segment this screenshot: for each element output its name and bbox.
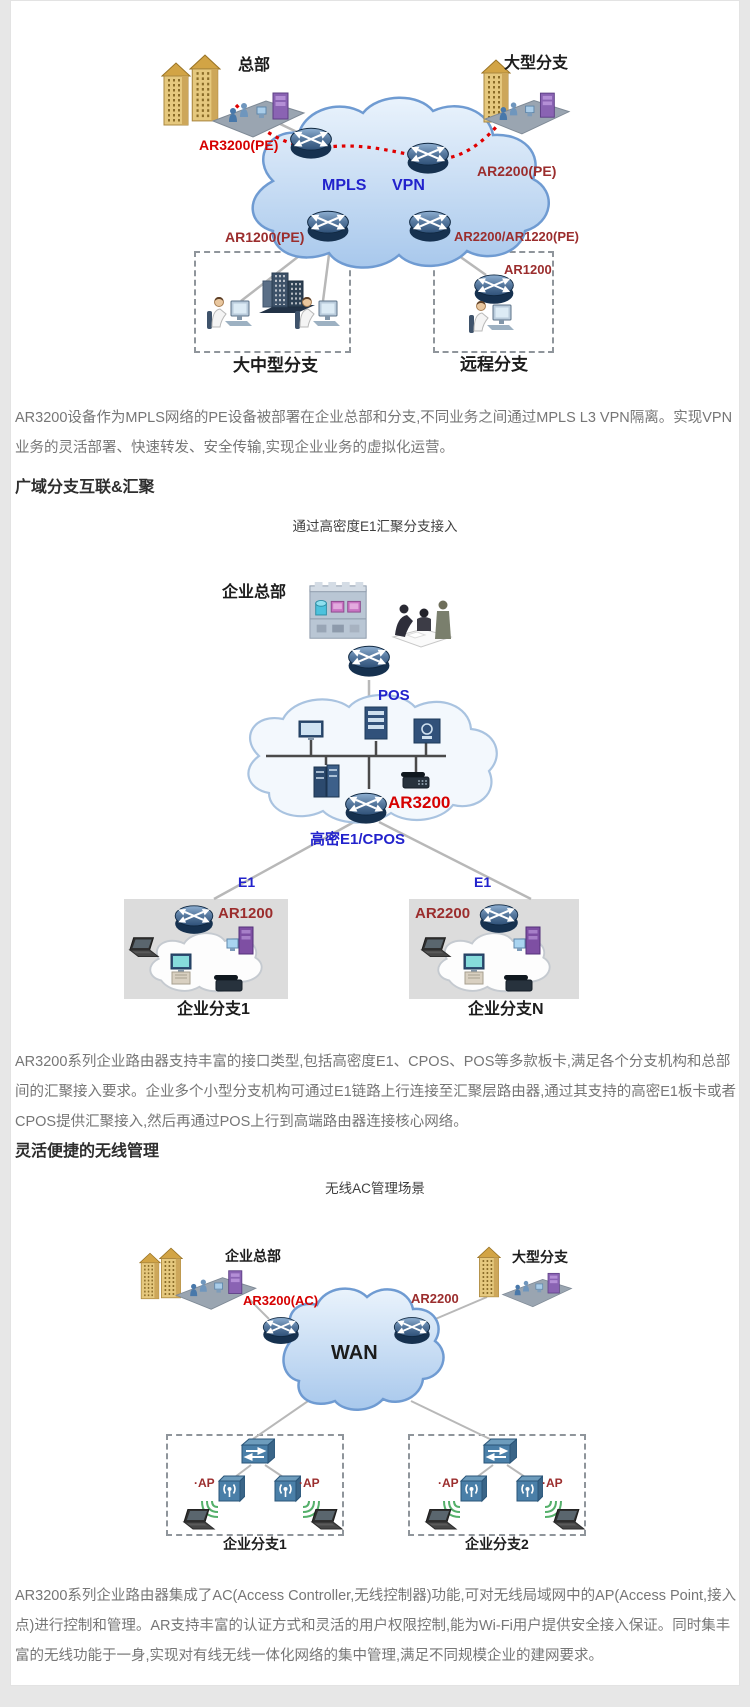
branchN-phone	[504, 975, 533, 992]
ar1200-pe-label: AR1200(PE)	[225, 229, 305, 245]
large-branch-label: 大型分支	[504, 55, 569, 72]
branch1-server	[226, 926, 254, 955]
wan-label: WAN	[331, 1342, 378, 1364]
laptop-4	[553, 1509, 585, 1530]
remote-ar1200-label: AR1200	[504, 262, 552, 277]
branch1-desktop	[170, 953, 192, 985]
wlan-large-branch-label: 大型分支	[512, 1249, 568, 1265]
page-content-card: 总部 大型分支 AR3200(PE) AR2200(PE) MPLS VPN A…	[10, 0, 740, 1686]
pbx-icon	[413, 718, 441, 744]
paragraph-wlan-description: AR3200系列企业路由器集成了AC(Access Controller,无线控…	[15, 1588, 737, 1664]
figure-caption-e1: 通过高密度E1汇聚分支接入	[292, 519, 458, 534]
router-ar2200	[393, 1316, 431, 1345]
vpn-label: VPN	[392, 177, 425, 194]
wlan-branch2-box	[408, 1434, 586, 1536]
remote-branch-label: 远程分支	[460, 355, 528, 374]
section-heading-wireless: 灵活便捷的无线管理	[15, 1143, 160, 1160]
branch2-switch	[483, 1438, 517, 1464]
branch2-ap-right	[516, 1475, 543, 1502]
branch1-ap-right	[274, 1475, 301, 1502]
remote-user-pc	[469, 300, 515, 334]
section-heading-wan-aggregation: 广域分支互联&汇聚	[15, 479, 155, 496]
router-ar1200	[174, 904, 214, 935]
server-icon	[364, 706, 388, 740]
branch1-ar1200-label: AR1200	[218, 905, 274, 922]
pos-label: POS	[378, 687, 410, 704]
mpls-label: MPLS	[322, 177, 367, 194]
figure-caption-wlan: 无线AC管理场景	[325, 1181, 425, 1196]
branch1-ap-left	[218, 1475, 245, 1502]
branch1-phone	[214, 975, 243, 992]
router-pe-ar2200-ar1220	[408, 210, 452, 243]
branch-user-pc-1	[207, 296, 253, 330]
remote-router-ar1200	[473, 273, 515, 305]
wlan-branch1-label: 企业分支1	[223, 1536, 287, 1552]
laptop-3	[425, 1509, 457, 1530]
server-rack-icon	[313, 764, 340, 798]
ap-label-1: ·AP	[194, 1476, 215, 1490]
paragraph-mpls-description: AR3200设备作为MPLS网络的PE设备被部署在企业总部和分支,不同业务之间通…	[15, 410, 733, 456]
lan-bus	[266, 739, 446, 789]
branch1-label: 企业分支1	[177, 1001, 250, 1018]
wlan-branch1-box	[166, 1434, 344, 1536]
e1-hq-label: 企业总部	[222, 584, 287, 601]
router-ar2200	[479, 903, 519, 934]
branch1-switch	[241, 1438, 275, 1464]
branchN-label: 企业分支N	[468, 1001, 544, 1018]
diagram-e1-aggregation	[124, 581, 579, 999]
ar3200-pe-label: AR3200(PE)	[199, 137, 279, 153]
router-pe-ar1200	[306, 210, 350, 243]
router-pe-ar3200	[289, 127, 333, 160]
ar3200-label: AR3200	[388, 793, 451, 812]
ap-label-3: ·AP	[438, 1476, 459, 1490]
ar2200-ar1220-pe-label: AR2200/AR1220(PE)	[454, 229, 580, 244]
router-pe-ar2200	[406, 142, 450, 175]
phone-icon	[401, 772, 430, 789]
ap-label-2: ·AP	[299, 1476, 320, 1490]
ar3200-ac-label: AR3200(AC)	[243, 1293, 319, 1308]
diagram-mpls-vpn	[161, 54, 570, 334]
branchN-server	[513, 926, 541, 955]
meeting-people-icon	[392, 600, 452, 648]
wlan-branch2-label: 企业分支2	[465, 1536, 529, 1552]
e1-cpos-label: 高密E1/CPOS	[310, 831, 406, 848]
branchN-desktop	[463, 953, 485, 985]
branch2-ap-left	[460, 1475, 487, 1502]
core-router-top	[347, 645, 391, 678]
hq-building-icon	[309, 581, 367, 639]
e1-right-label: E1	[474, 874, 492, 890]
wlan-hq-label: 企业总部	[225, 1248, 281, 1264]
medium-branch-box	[194, 251, 351, 353]
wlan-ar2200-label: AR2200	[411, 1291, 459, 1306]
monitor-icon	[298, 720, 324, 740]
ap-label-4: ·AP	[542, 1476, 563, 1490]
paragraph-e1-description: AR3200系列企业路由器支持丰富的接口类型,包括高密度E1、CPOS、POS等…	[15, 1054, 736, 1130]
ar2200-pe-label: AR2200(PE)	[477, 163, 557, 179]
diagram-wireless-ac	[139, 1246, 585, 1530]
router-ar3200	[344, 792, 388, 825]
laptop-1	[183, 1509, 215, 1530]
hq-label: 总部	[238, 57, 271, 74]
branchN-ar2200-label: AR2200	[415, 905, 471, 922]
medium-branch-label: 大中型分支	[233, 356, 318, 375]
e1-left-label: E1	[238, 874, 256, 890]
laptop-2	[311, 1509, 343, 1530]
router-ac-ar3200	[262, 1316, 300, 1345]
